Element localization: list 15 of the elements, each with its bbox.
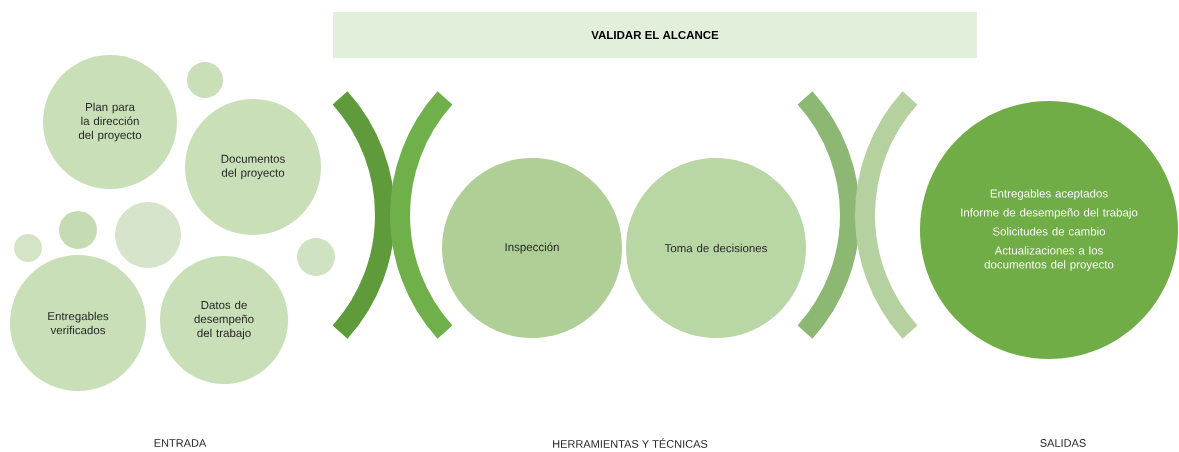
section-label: HERRAMIENTAS Y TÉCNICAS: [553, 438, 708, 448]
circle-node: Plan para la dirección del proyecto: [43, 55, 177, 189]
circle: [187, 62, 223, 98]
circle-node: Toma de decisiones: [626, 158, 806, 338]
circle-node: Inspección: [442, 158, 622, 338]
section-label: ENTRADA: [154, 439, 207, 447]
circle: [14, 234, 42, 262]
circle-node: Documentos del proyecto: [185, 99, 321, 235]
circle: [115, 202, 181, 268]
circle-node: Entregables verificados: [10, 255, 146, 391]
title-band: VALIDAR EL ALCANCE: [333, 12, 977, 58]
section-label: SALIDAS: [1040, 439, 1086, 447]
circle-node: Datos de desempeño del trabajo: [160, 256, 288, 384]
circle: [297, 238, 335, 276]
circle: [59, 211, 97, 249]
